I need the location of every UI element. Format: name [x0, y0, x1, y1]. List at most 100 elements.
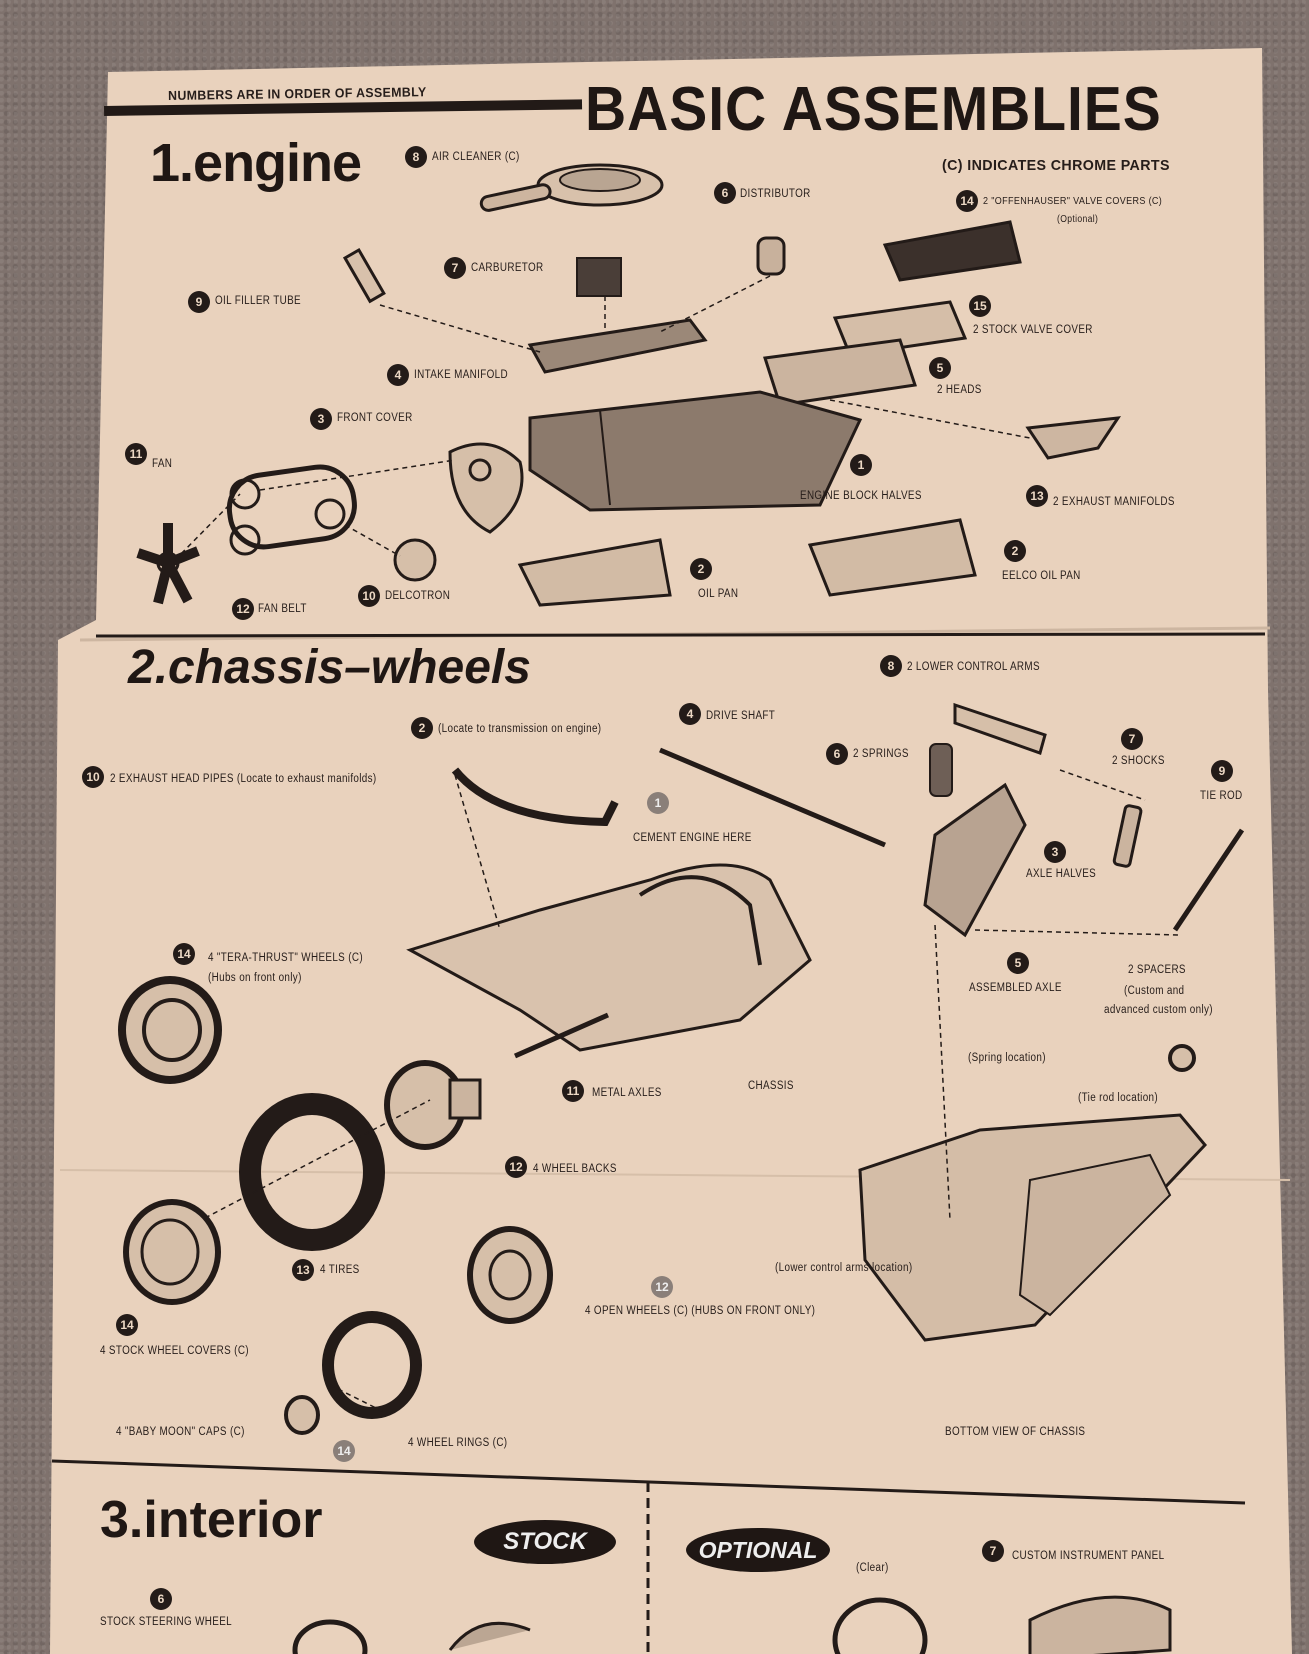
front-cover-drawing [448, 442, 524, 534]
wheel-ring-drawing [322, 1311, 422, 1419]
part-label-wheel-rings: 4 WHEEL RINGS (C) [408, 1437, 508, 1449]
part-note-spring-location: (Spring location) [968, 1052, 1046, 1064]
part-label-metal-axles: METAL AXLES [592, 1087, 662, 1099]
part-number: 6 [826, 743, 848, 765]
chassis-assembly-lines [204, 769, 1181, 1416]
part-label-oil-pan: OIL PAN [698, 588, 739, 600]
part-label-chassis: CHASSIS [748, 1080, 794, 1092]
part-label-baby-moon-caps: 4 "BABY MOON" CAPS (C) [116, 1426, 245, 1438]
part-label-front-cover: FRONT COVER [337, 412, 413, 424]
part-number: 1 [647, 792, 669, 814]
bottom-view-chassis-drawing [858, 1113, 1208, 1342]
part-note-tie-rod-location: (Tie rod location) [1078, 1092, 1159, 1104]
engine-block-drawing [528, 390, 863, 512]
part-number: 11 [125, 443, 147, 465]
stock-badge: STOCK [474, 1520, 616, 1564]
divider-engine-chassis [95, 632, 1266, 638]
part-label-tera-thrust-wheels: 4 "TERA-THRUST" WHEELS (C) [208, 952, 363, 964]
open-wheel-drawing [467, 1226, 553, 1324]
part-number: 12 [232, 598, 254, 620]
part-label-wheel-backs: 4 WHEEL BACKS [533, 1163, 617, 1175]
stock-wheel-cover-drawing [123, 1199, 221, 1305]
distributor-drawing [756, 236, 786, 276]
part-label-distributor: DISTRIBUTOR [740, 188, 811, 200]
part-number: 5 [1007, 952, 1029, 974]
part-label-open-wheels: 4 OPEN WHEELS (C) (Hubs on front only) [585, 1305, 816, 1317]
part-label-transmission-locate: (Locate to transmission on engine) [438, 723, 602, 735]
part-number: 9 [1211, 760, 1233, 782]
part-number: 8 [405, 146, 427, 168]
section-heading-engine: 1.engine [150, 133, 362, 193]
delcotron-drawing [393, 538, 437, 582]
oil-filler-tube-drawing [342, 247, 386, 304]
part-label-axle-halves: AXLE HALVES [1026, 868, 1097, 880]
section-heading-interior: 3.interior [100, 1491, 323, 1549]
exhaust-head-pipe-drawing [451, 767, 619, 827]
part-number: 8 [880, 655, 902, 677]
part-note-clear: (Clear) [856, 1562, 889, 1574]
carburetor-drawing [576, 257, 622, 297]
spacer-drawing [1168, 1044, 1196, 1072]
part-number: 7 [982, 1540, 1004, 1562]
part-label-cement-engine-here: CEMENT ENGINE HERE [633, 832, 752, 844]
part-number: 14 [956, 190, 978, 212]
part-label-tie-rod: TIE ROD [1200, 790, 1243, 802]
part-number: 14 [173, 943, 195, 965]
part-label-oil-filler-tube: OIL FILLER TUBE [215, 295, 301, 307]
part-label-fan: FAN [152, 458, 173, 470]
part-label-carburetor: CARBURETOR [471, 262, 544, 274]
part-label-offenhauser-valve-covers: 2 "OFFENHAUSER" VALVE COVERS (C) [983, 195, 1163, 207]
part-number: 7 [444, 257, 466, 279]
metal-axle-drawing [513, 1012, 610, 1059]
chrome-parts-note: (C) INDICATES CHROME PARTS [942, 157, 1170, 174]
paper-sheet [50, 48, 1292, 1654]
spring-drawing [929, 743, 953, 797]
tera-thrust-wheel-drawing [118, 976, 222, 1084]
drive-shaft-drawing [659, 747, 886, 848]
part-number: 3 [310, 408, 332, 430]
steering-wheel-drawing [292, 1619, 531, 1654]
part-number: 12 [651, 1276, 673, 1298]
engine-assembly-lines [174, 275, 1031, 561]
part-number: 2 [411, 717, 433, 739]
offenhauser-valve-cover-drawing [882, 220, 1022, 282]
page-title: BASIC ASSEMBLIES [585, 75, 1162, 144]
heads-drawing [763, 338, 917, 407]
air-cleaner-drawing [479, 163, 664, 212]
part-number: 6 [150, 1588, 172, 1610]
exhaust-manifold-drawing [1025, 416, 1122, 460]
part-label-stock-valve-cover: 2 STOCK VALVE COVER [973, 324, 1093, 336]
part-label-tires: 4 TIRES [320, 1264, 360, 1276]
part-number: 11 [562, 1080, 584, 1102]
part-number: 15 [969, 295, 991, 317]
part-label-springs: 2 SPRINGS [853, 748, 909, 760]
part-number: 14 [116, 1314, 138, 1336]
tie-rod-drawing [1172, 828, 1245, 932]
fan-drawing [136, 523, 200, 605]
header-rule [104, 99, 583, 116]
fan-belt-drawing [226, 464, 357, 556]
part-label-delcotron: DELCOTRON [385, 590, 451, 602]
chassis-frame-drawing [406, 863, 812, 1052]
shock-drawing [1112, 804, 1143, 868]
oil-pan-drawing [517, 538, 672, 607]
part-number: 2 [1004, 540, 1026, 562]
part-label-stock-wheel-covers: 4 STOCK WHEEL COVERS (C) [100, 1345, 249, 1357]
part-label-fan-belt: FAN BELT [258, 603, 307, 615]
part-label-exhaust-head-pipes: 2 EXHAUST HEAD PIPES (Locate to exhaust … [110, 773, 377, 785]
part-number: 10 [358, 585, 380, 607]
part-number: 14 [333, 1440, 355, 1462]
part-label-custom-instrument-panel: CUSTOM INSTRUMENT PANEL [1012, 1550, 1165, 1562]
part-label-assembled-axle: ASSEMBLED AXLE [969, 982, 1062, 994]
part-label-drive-shaft: DRIVE SHAFT [706, 710, 776, 722]
axle-halves-drawing [923, 782, 1027, 938]
part-label-eelco-oil-pan: EELCO OIL PAN [1002, 570, 1081, 582]
part-label-stock-steering-wheel: STOCK STEERING WHEEL [100, 1616, 232, 1628]
part-number: 6 [714, 182, 736, 204]
part-label-intake-manifold: INTAKE MANIFOLD [414, 369, 509, 381]
part-number: 7 [1121, 728, 1143, 750]
part-number: 1 [850, 454, 872, 476]
part-label-spacers: 2 SPACERS [1128, 964, 1186, 976]
lower-control-arm-drawing [953, 702, 1047, 755]
